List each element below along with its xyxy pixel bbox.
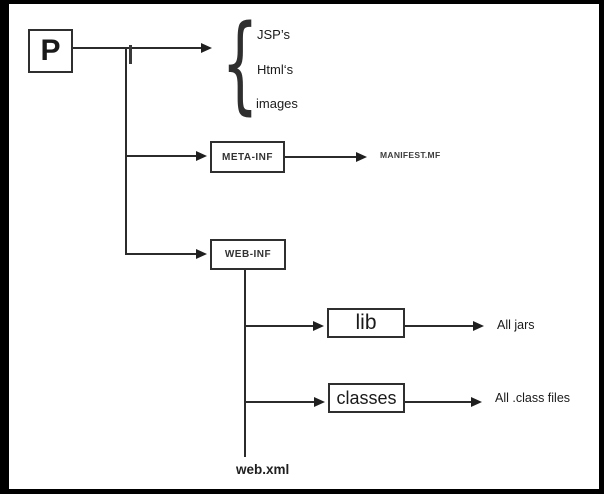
- classes-label: classes: [336, 387, 397, 408]
- file-item-html: Html‘s: [257, 62, 294, 77]
- connector-metainf-to-manifest: [285, 156, 357, 158]
- manifest-file-label: MANIFEST.MF: [380, 150, 441, 160]
- frame-bottom: [0, 489, 604, 494]
- meta-inf-node: META-INF: [210, 141, 285, 173]
- all-class-files-label: All .class files: [495, 391, 571, 405]
- connector-trunk-to-metainf: [126, 155, 197, 157]
- all-jars-label: All jars: [497, 318, 535, 332]
- trunk-line: [125, 47, 127, 255]
- branch-tick-mark: [129, 45, 132, 64]
- web-inf-label: WEB-INF: [224, 249, 272, 260]
- classes-node: classes: [328, 383, 405, 413]
- frame-top: [0, 0, 604, 4]
- file-item-images: images: [256, 96, 298, 111]
- file-item-jsp: JSP’s: [257, 27, 290, 42]
- frame-left: [0, 0, 9, 494]
- connector-stem-to-classes: [245, 401, 315, 403]
- lib-node: lib: [327, 308, 405, 338]
- curly-brace-icon: {: [221, 2, 259, 125]
- root-node-label: P: [40, 34, 61, 67]
- meta-inf-label: META-INF: [221, 151, 274, 163]
- web-xml-label: web.xml: [236, 462, 290, 477]
- arrowhead-icon: [201, 43, 212, 53]
- arrowhead-icon: [356, 152, 367, 162]
- webinf-stem-line: [244, 270, 246, 457]
- connector-root-to-files: [73, 47, 202, 49]
- arrowhead-icon: [471, 397, 482, 407]
- frame-right: [599, 0, 604, 494]
- arrowhead-icon: [196, 151, 207, 161]
- lib-label: lib: [355, 311, 377, 334]
- connector-trunk-to-webinf: [126, 253, 197, 255]
- connector-classes-to-files: [405, 401, 472, 403]
- arrowhead-icon: [314, 397, 325, 407]
- root-node: P: [28, 29, 73, 73]
- web-inf-node: WEB-INF: [210, 239, 286, 270]
- arrowhead-icon: [313, 321, 324, 331]
- arrowhead-icon: [473, 321, 484, 331]
- arrowhead-icon: [196, 249, 207, 259]
- connector-lib-to-jars: [405, 325, 474, 327]
- connector-stem-to-lib: [245, 325, 314, 327]
